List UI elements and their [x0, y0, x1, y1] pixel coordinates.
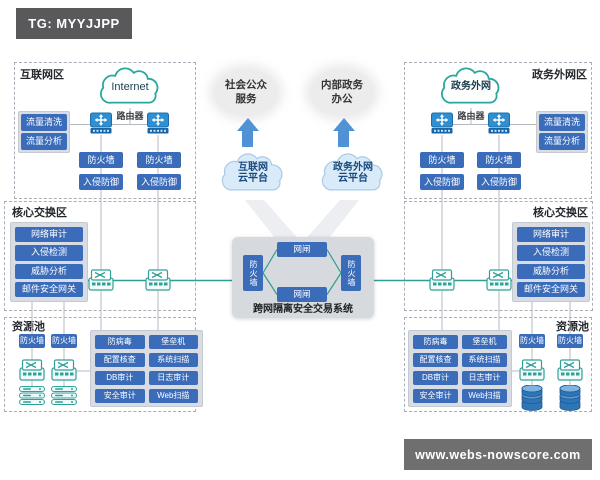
tg-banner: TG: MYYJJPP [16, 8, 132, 39]
network-audit-box: 网络审计 [517, 227, 585, 243]
intrusion-detect-box: 入侵检测 [15, 245, 83, 261]
firewall-box: 防火墙 [243, 255, 263, 291]
server-stack-icon [51, 386, 77, 406]
firewall-box: 防火墙 [19, 334, 45, 348]
pool-left-container: 防病毒 堡垒机 配置核查 系统扫描 DB审计 日志审计 安全审计 Web扫描 [90, 330, 203, 407]
pool-left-label: 资源池 [12, 321, 45, 333]
gov-platform-label: 政务外网 云平台 [333, 161, 373, 185]
traffic-analysis-box: 流量分析 [21, 133, 67, 150]
system-scan-box: 系统扫描 [462, 353, 507, 367]
bastion-box: 堡垒机 [148, 335, 198, 349]
log-audit-box: 日志审计 [462, 371, 507, 385]
arrow-up-icon [242, 131, 253, 147]
firewall-box: 防火墙 [79, 152, 123, 168]
firewall-box: 防火墙 [519, 334, 545, 348]
system-title: 跨网隔离安全交易系统 [253, 304, 353, 315]
router-label: 路由器 [457, 111, 485, 121]
security-audit-box: 安全审计 [95, 389, 145, 403]
internet-zone-label: 互联网区 [20, 69, 64, 81]
internal-office-bubble: 内部政务 办公 [310, 69, 374, 116]
switch-icon [519, 359, 545, 381]
threat-analysis-box: 威胁分析 [517, 263, 585, 279]
router-icon [89, 111, 113, 135]
arrow-up-icon [338, 131, 349, 147]
arrow-up-icon [333, 118, 355, 131]
zone-internet [14, 62, 196, 199]
core-left-label: 核心交换区 [12, 207, 67, 219]
traffic-clean-box: 流量清洗 [539, 114, 585, 131]
switch-icon [19, 359, 45, 381]
core-right-label: 核心交换区 [533, 207, 588, 219]
ips-box: 入侵防御 [420, 174, 464, 190]
pool-right-label: 资源池 [556, 321, 589, 333]
server-stack-icon [19, 386, 45, 406]
core-left-container: 网络审计 入侵检测 威胁分析 邮件安全网关 [10, 222, 88, 302]
web-scan-box: Web扫描 [148, 389, 198, 403]
gov-cloud-label: 政务外网 [451, 81, 491, 93]
mail-gateway-box: 邮件安全网关 [517, 281, 585, 297]
pool-right-container: 防病毒 堡垒机 配置核查 系统扫描 DB审计 日志审计 安全审计 Web扫描 [408, 330, 512, 407]
switch-icon [429, 269, 455, 291]
router-icon [487, 111, 511, 135]
router-icon [430, 111, 454, 135]
traffic-analysis-box: 流量分析 [539, 133, 585, 150]
diamond-lines [262, 249, 342, 295]
firewall-box: 防火墙 [341, 255, 361, 291]
antivirus-box: 防病毒 [413, 335, 458, 349]
gov-zone-label: 政务外网区 [532, 69, 587, 81]
switch-icon [51, 359, 77, 381]
public-service-bubble: 社会公众 服务 [214, 69, 278, 116]
traffic-clean-box: 流量清洗 [21, 114, 67, 131]
firewall-box: 防火墙 [477, 152, 521, 168]
network-audit-box: 网络审计 [15, 227, 83, 243]
isolation-system-box: 网闸 网闸 防火墙 防火墙 跨网隔离安全交易系统 [232, 237, 374, 318]
gate-box: 网闸 [277, 242, 327, 257]
mail-gateway-box: 邮件安全网关 [15, 281, 83, 297]
log-audit-box: 日志审计 [148, 371, 198, 385]
firewall-box: 防火墙 [557, 334, 583, 348]
security-audit-box: 安全审计 [413, 389, 458, 403]
threat-analysis-box: 威胁分析 [15, 263, 83, 279]
arrow-up-icon [237, 118, 259, 131]
internet-cloud-label: Internet [111, 80, 149, 93]
ips-box: 入侵防御 [79, 174, 123, 190]
switch-icon [88, 269, 114, 291]
ips-box: 入侵防御 [477, 174, 521, 190]
intrusion-detect-box: 入侵检测 [517, 245, 585, 261]
url-banner: www.webs-nowscore.com [404, 439, 592, 470]
switch-icon [557, 359, 583, 381]
firewall-box: 防火墙 [51, 334, 77, 348]
firewall-box: 防火墙 [420, 152, 464, 168]
ips-box: 入侵防御 [137, 174, 181, 190]
firewall-box: 防火墙 [137, 152, 181, 168]
db-audit-box: DB审计 [95, 371, 145, 385]
zone-pool-right [404, 317, 592, 412]
switch-icon [486, 269, 512, 291]
router-label: 路由器 [116, 111, 144, 121]
internet-platform-label: 互联网 云平台 [238, 161, 268, 185]
zone-gov-extranet [404, 62, 592, 199]
bastion-box: 堡垒机 [462, 335, 507, 349]
router-icon [146, 111, 170, 135]
config-check-box: 配置核查 [413, 353, 458, 367]
database-icon [559, 385, 581, 411]
config-check-box: 配置核查 [95, 353, 145, 367]
gate-box: 网闸 [277, 287, 327, 302]
web-scan-box: Web扫描 [462, 389, 507, 403]
db-audit-box: DB审计 [413, 371, 458, 385]
database-icon [521, 385, 543, 411]
antivirus-box: 防病毒 [95, 335, 145, 349]
switch-icon [145, 269, 171, 291]
system-scan-box: 系统扫描 [148, 353, 198, 367]
zone-core-left [4, 201, 196, 311]
core-right-container: 网络审计 入侵检测 威胁分析 邮件安全网关 [512, 222, 590, 302]
